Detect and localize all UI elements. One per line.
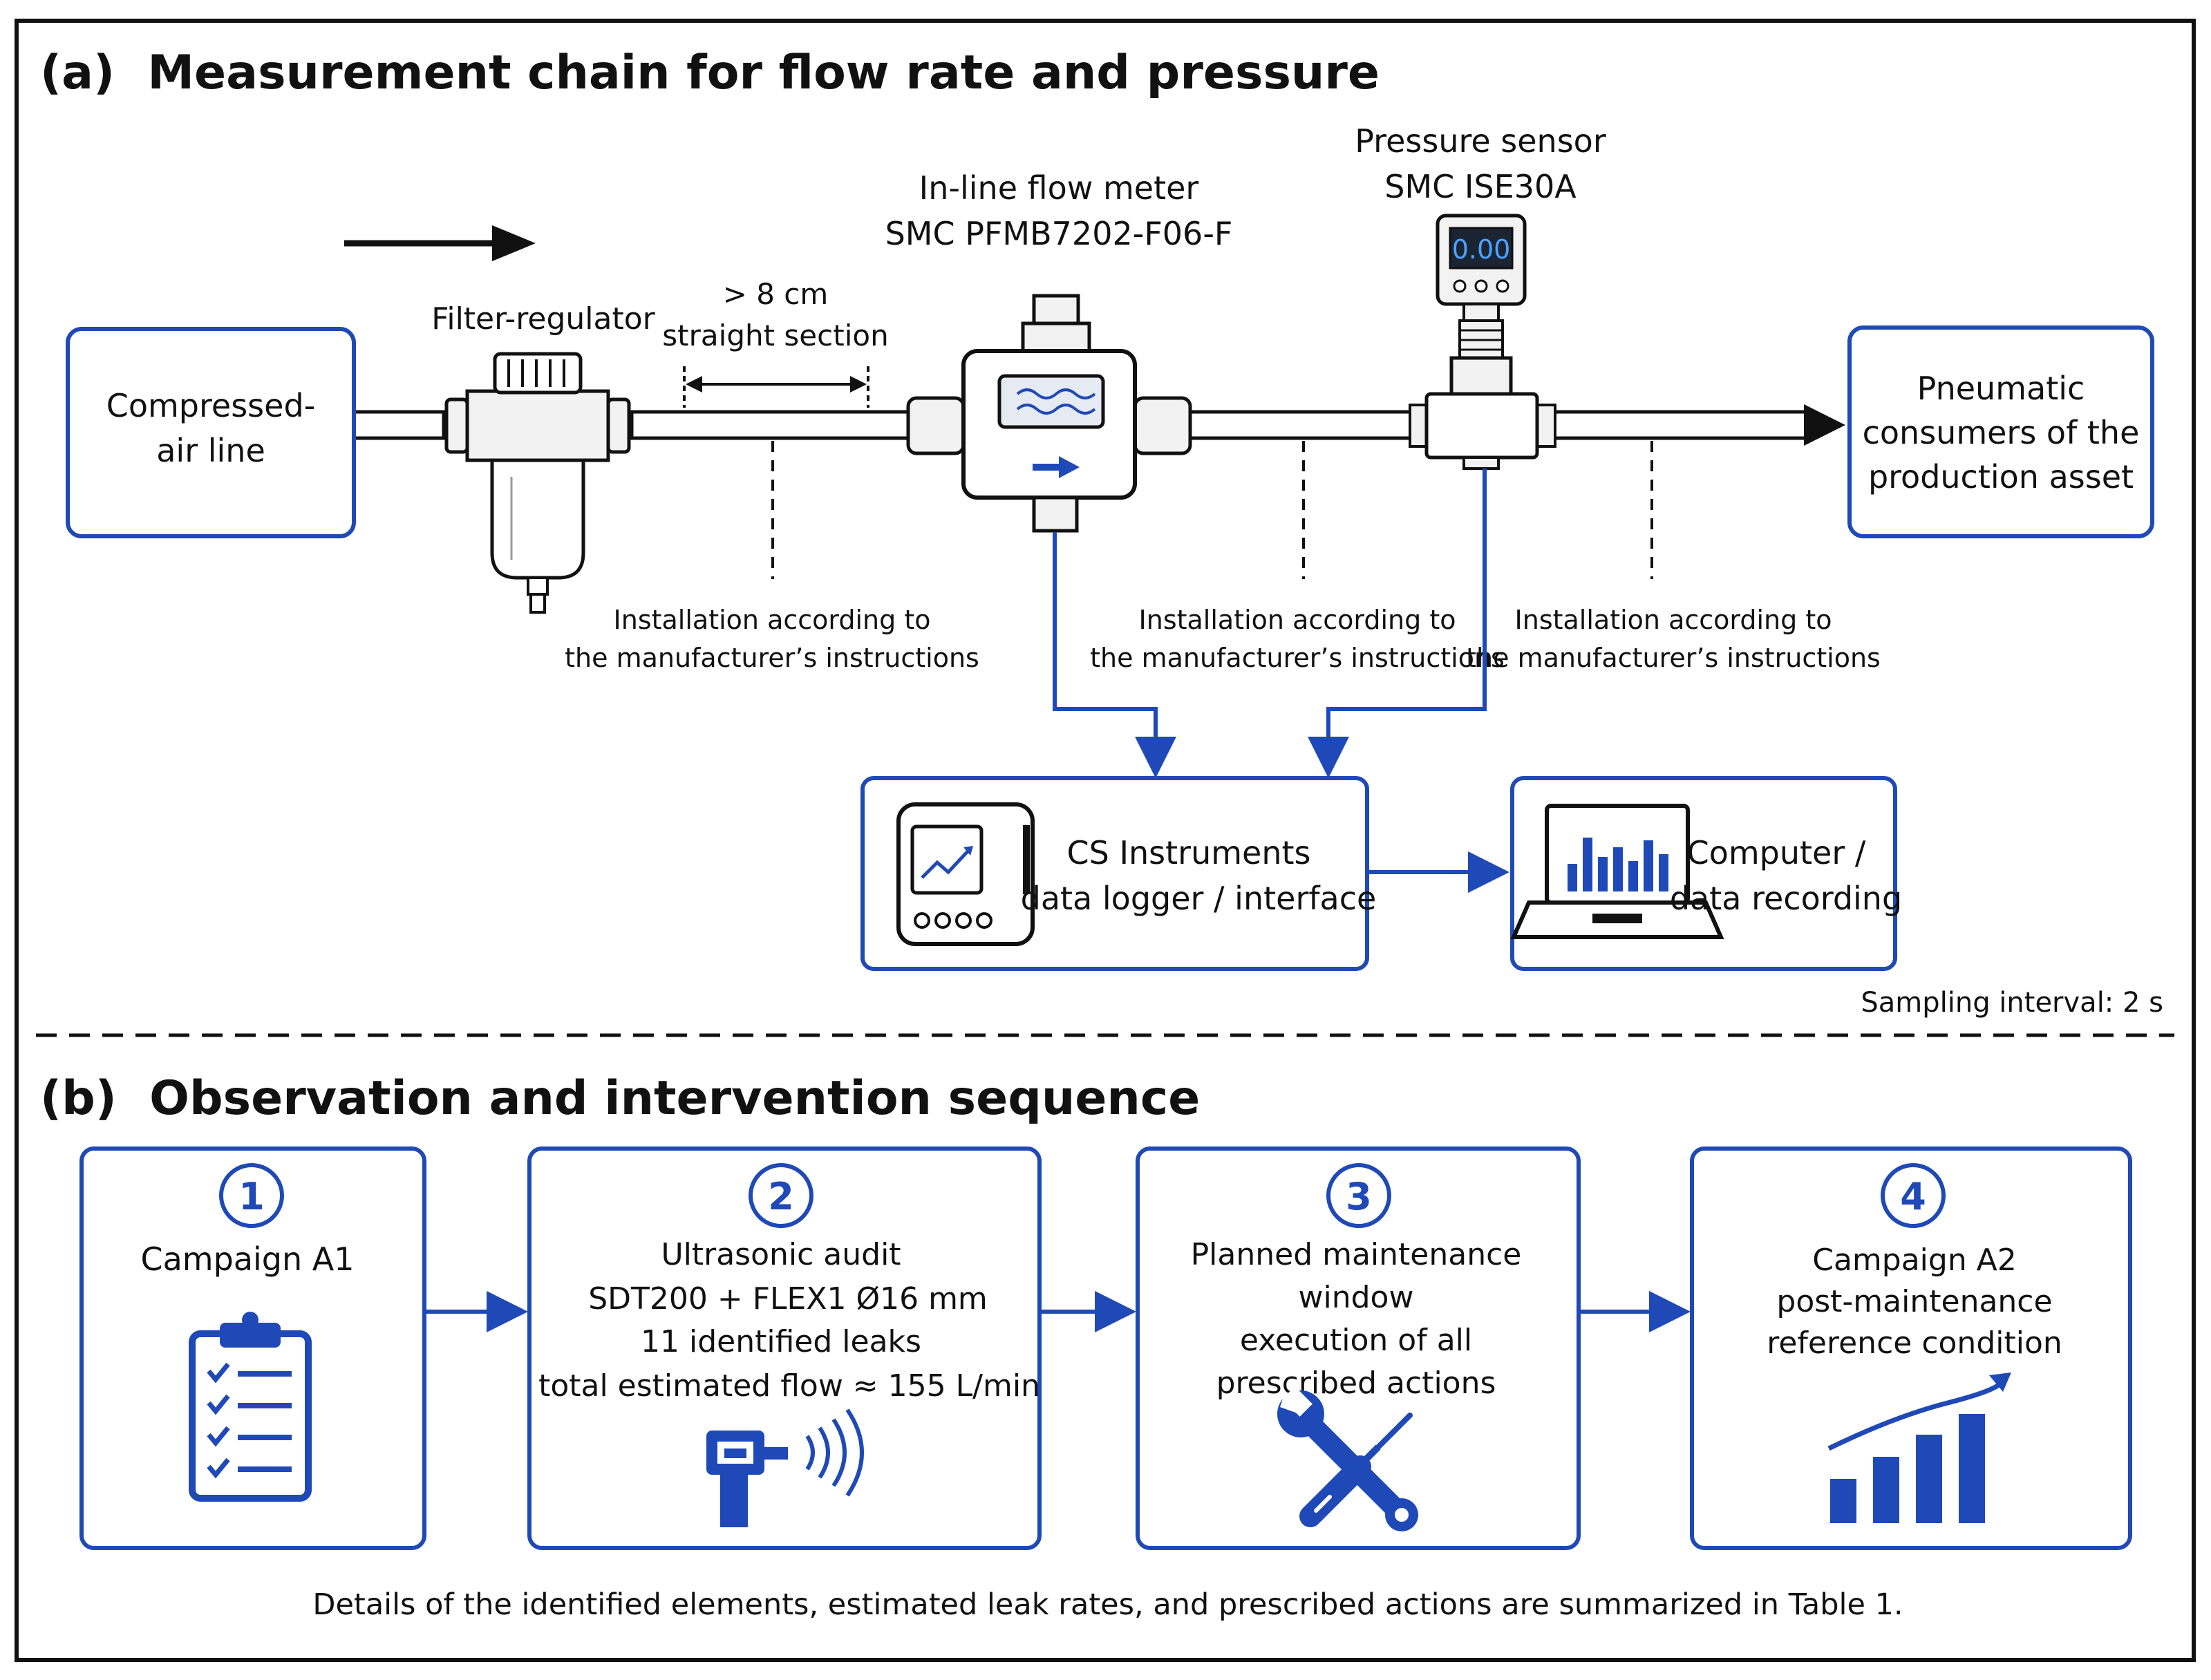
pipe-outlet-arrowhead: [1804, 404, 1845, 446]
computer-label-2: data recording: [1670, 880, 1902, 917]
step-2-badge: [749, 1163, 813, 1228]
pressure-sensor-icon: 0.00: [1409, 214, 1556, 470]
step-1-number: 1: [238, 1175, 265, 1218]
step-2-line-1: Ultrasonic audit: [661, 1237, 901, 1272]
step-3-line-4: prescribed actions: [1216, 1366, 1496, 1401]
flow-direction-arrow: [344, 225, 536, 261]
pressure-sensor-label-2: SMC ISE30A: [1384, 168, 1577, 205]
data-logger-icon: [896, 802, 1035, 946]
step-2-number: 2: [768, 1175, 794, 1218]
computer-label-1: Computer /: [1687, 834, 1866, 871]
panel-a-title: (a) Measurement chain for flow rate and …: [40, 46, 1380, 100]
installation-leader-lines: [771, 441, 1653, 579]
footnote: Details of the identified elements, esti…: [312, 1587, 1903, 1622]
filter-regulator-label: Filter-regulator: [431, 301, 655, 337]
wrench-screwdriver-icon: [1277, 1386, 1418, 1531]
step-2-line-3: 11 identified leaks: [641, 1324, 921, 1359]
install-note-1-line1: Installation according to: [614, 605, 931, 635]
install-note-2-line2: the manufacturer’s instructions: [1090, 643, 1505, 673]
step-3-badge: [1326, 1163, 1391, 1228]
computer-box: Computer / data recording: [1510, 776, 1902, 971]
step-2-line-4: total estimated flow ≈ 155 L/min: [538, 1368, 1040, 1404]
figure-frame: [15, 19, 2196, 1662]
pressure-sensor-label-1: Pressure sensor: [1355, 122, 1606, 160]
consumers-label-3: production asset: [1868, 458, 2134, 495]
consumers-label-2: consumers of the: [1863, 414, 2140, 451]
step-4-line-2: post-maintenance: [1776, 1284, 2052, 1319]
data-logger-label-1: CS Instruments: [1067, 834, 1311, 871]
step-3-line-2: window: [1299, 1280, 1414, 1315]
step-3-line-1: Planned maintenance: [1191, 1237, 1522, 1272]
install-note-3-line1: Installation according to: [1515, 605, 1832, 635]
step-4-number: 4: [1900, 1175, 1926, 1218]
install-note-2-line1: Installation according to: [1139, 605, 1456, 635]
step-4-box: [1690, 1146, 2132, 1550]
install-note-1-line2: the manufacturer’s instructions: [565, 643, 979, 673]
bar-chart-trend-icon: [1827, 1372, 2011, 1523]
pneumatic-consumers-box: Pneumatic consumers of the production as…: [1847, 325, 2154, 538]
step-1-line-1: Campaign A1: [141, 1240, 355, 1278]
flow-meter-label-2: SMC PFMB7202-F06-F: [885, 215, 1233, 252]
step-3-line-3: execution of all: [1240, 1323, 1472, 1358]
step-4-line-1: Campaign A2: [1812, 1243, 2017, 1278]
panel-b-title: (b) Observation and intervention sequenc…: [40, 1071, 1200, 1126]
install-note-3-line2: the manufacturer’s instructions: [1466, 643, 1881, 673]
straight-section-dimension: [683, 366, 869, 408]
compressed-air-label-2: air line: [156, 432, 265, 469]
straight-section-label-2: straight section: [662, 319, 888, 352]
step-3-box: [1136, 1146, 1581, 1550]
sampling-interval-note: Sampling interval: 2 s: [1861, 987, 2163, 1019]
signal-wires: [1053, 469, 1509, 893]
step-4-line-3: reference condition: [1767, 1325, 2062, 1361]
pressure-display-readout: 0.00: [1452, 234, 1511, 265]
straight-section-label-1: > 8 cm: [723, 277, 829, 311]
main-pipe: [352, 404, 1845, 446]
flow-meter-label-1: In-line flow meter: [919, 169, 1199, 207]
data-logger-label-2: data logger / interface: [1021, 880, 1377, 917]
step-2-line-2: SDT200 + FLEX1 Ø16 mm: [588, 1281, 988, 1316]
step-4-badge: [1881, 1163, 1946, 1228]
consumers-label-1: Pneumatic: [1917, 370, 2085, 407]
step-2-box: [527, 1146, 1042, 1550]
filter-regulator-icon: [444, 352, 631, 614]
flow-meter-icon: [906, 294, 1192, 533]
step-1-badge: [219, 1163, 284, 1228]
data-logger-box: CS Instruments data logger / interface: [860, 776, 1377, 971]
compressed-air-label-1: Compressed-: [106, 387, 316, 424]
step-3-number: 3: [1346, 1175, 1372, 1218]
compressed-air-box: Compressed- air line: [66, 327, 356, 538]
clipboard-checklist-icon: [189, 1312, 312, 1502]
ultrasonic-detector-icon: [706, 1408, 864, 1527]
laptop-chart-icon: [1510, 804, 1724, 939]
